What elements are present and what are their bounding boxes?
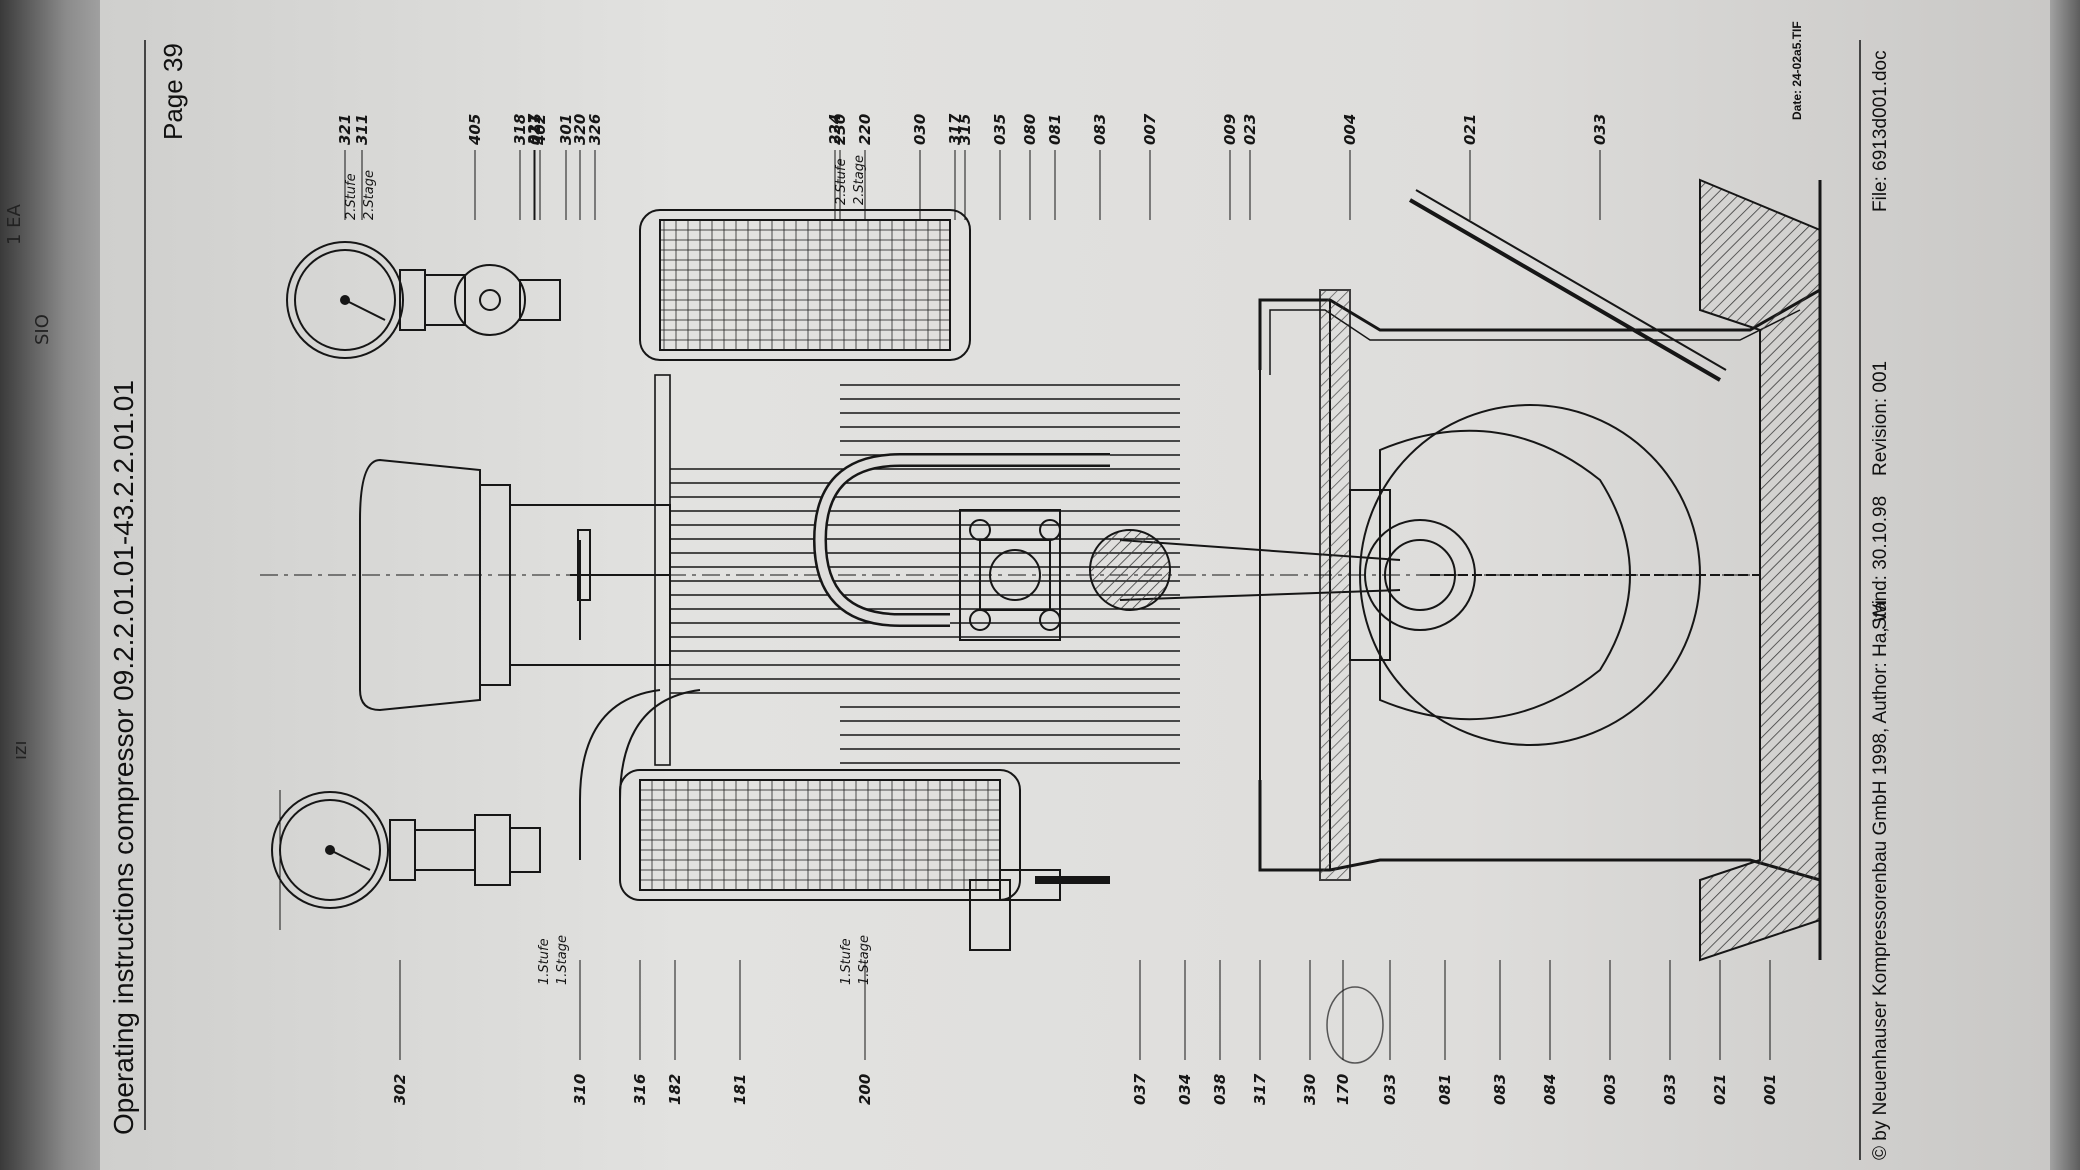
cooler-second-stage [639, 209, 971, 361]
callout-top-021: 021 [1461, 114, 1479, 145]
crankcase [1258, 178, 1822, 962]
callout-top-315: 315 [956, 114, 974, 145]
stage-label-second-c: 2.Stufe [834, 158, 849, 205]
callout-top-327: 327 [525, 113, 543, 145]
callout-bottom-302: 302 [391, 1074, 409, 1105]
callout-top-405: 405 [466, 114, 484, 146]
callout-bottom-034: 034 [1176, 1074, 1194, 1105]
callout-top-033: 033 [1591, 114, 1609, 145]
stage-label-second-b: 2.Stage [362, 170, 377, 220]
stage-label-first-b: 1.Stage [555, 935, 570, 985]
callout-top-081: 081 [1046, 114, 1064, 145]
callout-bottom-033: 033 [1661, 1074, 1679, 1105]
callout-top-080: 080 [1021, 114, 1039, 145]
callout-top-009: 009 [1221, 114, 1239, 145]
callout-top-230: 230 [831, 114, 849, 145]
callout-top-320: 320 [571, 114, 589, 145]
callout-top-318: 318 [511, 114, 529, 145]
callout-bottom-033: 033 [1381, 1074, 1399, 1105]
callout-top-224: 224 [826, 114, 844, 145]
callout-top-083: 083 [1091, 114, 1109, 145]
callout-bottom-182: 182 [666, 1074, 684, 1105]
stage-label-first-c: 1.Stufe [839, 938, 854, 985]
transfer-tube [812, 453, 1110, 627]
stage-label-second-d: 2.Stage [852, 155, 867, 205]
callout-bottom-038: 038 [1211, 1074, 1229, 1105]
callout-bottom-037: 037 [1131, 1073, 1149, 1105]
callout-top-326: 326 [586, 114, 604, 145]
callout-top-004: 004 [1341, 114, 1359, 145]
stage-label-second-a: 2.Stufe [344, 173, 359, 220]
callout-top-301: 301 [557, 114, 575, 145]
pressure-gauge-left [271, 791, 541, 909]
background-left-desk: ızı 1 EA SIO [0, 0, 110, 1170]
callout-top-311: 311 [353, 114, 371, 145]
cooler-first-stage [619, 769, 1021, 901]
callout-top-007: 007 [1141, 113, 1159, 145]
pressure-gauge-right [286, 241, 561, 359]
callout-leaders [344, 150, 1771, 1060]
callout-top-220: 220 [856, 114, 874, 145]
callout-bottom-081: 081 [1436, 1074, 1454, 1105]
callout-bottom-200: 200 [856, 1074, 874, 1105]
callout-bottom-170: 170 [1334, 1074, 1352, 1105]
compressor-sectional-drawing: 1.Stufe 1.Stage 1.Stufe 1.Stage 2.Stufe … [144, 40, 1861, 1160]
callout-bottom-083: 083 [1491, 1074, 1509, 1105]
callout-bottom-181: 181 [731, 1074, 749, 1105]
callout-bottom-021: 021 [1711, 1074, 1729, 1105]
side-scribble-3: SIO [32, 314, 53, 345]
side-scribble-1: ızı [10, 740, 31, 760]
callout-top-402: 402 [531, 114, 549, 146]
callout-top-011: 011 [526, 114, 544, 145]
circled-mark-170 [1326, 986, 1384, 1064]
callout-top-321: 321 [336, 114, 354, 145]
oil-dipstick [1408, 198, 1722, 382]
callout-top-035: 035 [991, 114, 1009, 145]
callout-bottom-317: 317 [1251, 1073, 1269, 1105]
stage-label-first-a: 1.Stufe [537, 938, 552, 985]
callout-bottom-001: 001 [1761, 1074, 1779, 1105]
callout-bottom-003: 003 [1601, 1074, 1619, 1105]
callout-bottom-330: 330 [1301, 1074, 1319, 1105]
callout-top-030: 030 [911, 114, 929, 145]
callout-top-317: 317 [946, 113, 964, 145]
callout-bottom-084: 084 [1541, 1074, 1559, 1105]
crankshaft-counterweight [1359, 404, 1760, 746]
stage-label-first-d: 1.Stage [857, 935, 872, 985]
callout-bottom-316: 316 [631, 1074, 649, 1105]
callout-top-023: 023 [1241, 114, 1259, 145]
drain-tap [969, 869, 1110, 951]
side-scribble-2: 1 EA [4, 204, 25, 245]
callout-bottom-310: 310 [571, 1074, 589, 1105]
valve-block [959, 509, 1061, 641]
air-filter [359, 458, 701, 860]
